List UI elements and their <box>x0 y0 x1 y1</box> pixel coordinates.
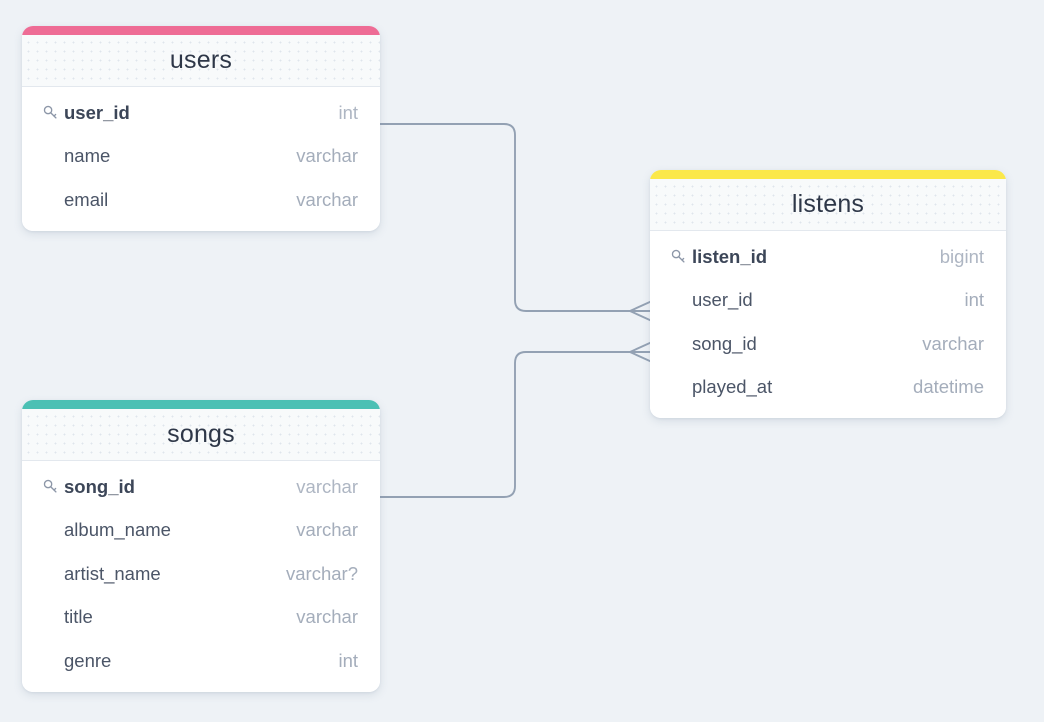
field-row[interactable]: artist_name varchar? <box>22 552 380 596</box>
field-name: user_id <box>692 289 753 311</box>
relationship-line-users-listens[interactable] <box>379 123 631 312</box>
field-type: varchar <box>296 188 358 210</box>
field-name: genre <box>64 649 112 671</box>
crowfoot-many-icon <box>629 341 653 363</box>
field-icon-spacer <box>42 521 62 539</box>
field-row[interactable]: genre int <box>22 639 380 683</box>
field-row[interactable]: song_id varchar <box>650 322 1006 366</box>
primary-key-indicator <box>42 478 62 496</box>
field-row[interactable]: song_id varchar <box>22 465 380 509</box>
field-name: song_id <box>64 475 135 497</box>
field-icon-spacer <box>670 335 690 353</box>
field-row[interactable]: album_name varchar <box>22 509 380 553</box>
field-name: user_id <box>64 101 130 123</box>
primary-key-indicator <box>42 104 62 122</box>
field-icon-spacer <box>42 191 62 209</box>
field-name: album_name <box>64 519 171 541</box>
primary-key-indicator <box>670 248 690 266</box>
field-name: played_at <box>692 376 773 398</box>
crowfoot-many-icon <box>629 300 653 322</box>
field-type: datetime <box>913 376 984 398</box>
field-row[interactable]: name varchar <box>22 135 380 179</box>
field-name: email <box>64 188 109 210</box>
key-icon <box>43 106 57 119</box>
key-icon <box>43 480 57 493</box>
field-row[interactable]: listen_id bigint <box>650 235 1006 279</box>
table-card-listens[interactable]: listens listen_id bigint user_id int song_id v… <box>650 170 1006 418</box>
field-type: varchar <box>296 145 358 167</box>
field-icon-spacer <box>670 291 690 309</box>
table-title-users[interactable]: users <box>22 35 380 87</box>
table-title-label: songs <box>167 420 235 448</box>
table-card-users[interactable]: users user_id int name varchar email varchar <box>22 26 380 231</box>
key-icon <box>671 250 685 263</box>
field-icon-spacer <box>42 147 62 165</box>
field-type: varchar <box>922 332 984 354</box>
table-accent-bar-listens <box>650 170 1006 179</box>
field-icon-spacer <box>42 608 62 626</box>
field-icon-spacer <box>670 378 690 396</box>
table-title-listens[interactable]: listens <box>650 179 1006 231</box>
field-row[interactable]: played_at datetime <box>650 366 1006 410</box>
field-type: varchar <box>296 606 358 628</box>
field-row[interactable]: user_id int <box>22 91 380 135</box>
field-name: name <box>64 145 111 167</box>
relationship-line-songs-listens[interactable] <box>379 351 631 498</box>
field-row[interactable]: user_id int <box>650 279 1006 323</box>
field-list-listens: listen_id bigint user_id int song_id varchar p… <box>650 231 1006 418</box>
table-accent-bar-songs <box>22 400 380 409</box>
field-type: bigint <box>939 245 984 267</box>
field-type: varchar <box>296 475 358 497</box>
table-title-label: users <box>169 46 233 74</box>
table-title-label: listens <box>791 190 865 218</box>
field-name: artist_name <box>64 562 161 584</box>
field-type: int <box>338 649 358 671</box>
field-type: varchar? <box>286 562 358 584</box>
field-row[interactable]: title varchar <box>22 596 380 640</box>
table-accent-bar-users <box>22 26 380 35</box>
field-row[interactable]: email varchar <box>22 178 380 222</box>
field-type: varchar <box>296 519 358 541</box>
field-icon-spacer <box>42 652 62 670</box>
field-icon-spacer <box>42 565 62 583</box>
table-title-songs[interactable]: songs <box>22 409 380 461</box>
field-name: listen_id <box>692 245 768 267</box>
field-name: title <box>64 606 93 628</box>
field-list-users: user_id int name varchar email varchar <box>22 87 380 231</box>
field-type: int <box>338 101 358 123</box>
field-type: int <box>964 289 984 311</box>
field-name: song_id <box>692 332 757 354</box>
